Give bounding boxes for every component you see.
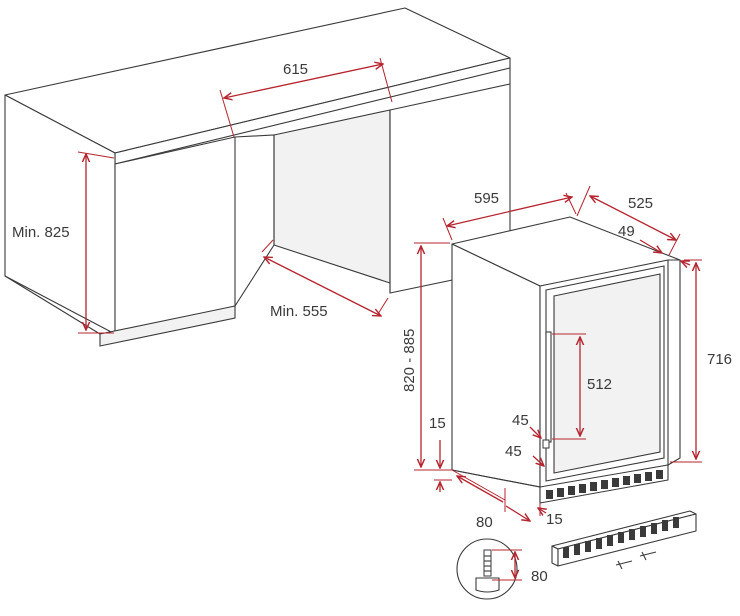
hinge-offset-upper-label: 45 — [512, 412, 529, 429]
appliance-width-dimension: 595 — [442, 190, 577, 241]
niche-width-label: 615 — [283, 61, 308, 78]
plinth-offset-label: 15 — [546, 511, 563, 528]
vent-slots — [546, 470, 663, 499]
niche-depth-dimension: Min. 555 — [261, 239, 389, 320]
niche-height-dimension: Min. 825 — [12, 151, 115, 334]
wine-cooler — [451, 216, 681, 503]
foot-height-dimension: 15 — [429, 415, 452, 492]
height-range-dimension: 820 - 885 — [401, 242, 450, 471]
appliance-depth-label: 525 — [628, 195, 653, 212]
door-thickness-label: 49 — [618, 223, 635, 240]
hinge-offset-lower-label: 45 — [505, 443, 522, 460]
vent-grille — [539, 464, 669, 504]
foot-adjust-label: 80 — [531, 568, 548, 585]
plinth-dimensions: 80 15 — [451, 469, 563, 531]
door-height-label: 716 — [707, 351, 732, 368]
door-height-dimension: 716 — [670, 259, 732, 463]
screws — [615, 551, 657, 570]
plinth-slots — [563, 517, 679, 558]
appliance-depth-dimension: 525 — [576, 185, 681, 256]
niche-height-label: Min. 825 — [12, 224, 70, 241]
hinge-offset-dimensions: 45 45 — [505, 412, 544, 466]
height-range-label: 820 - 885 — [401, 329, 418, 392]
appliance-width-label: 595 — [474, 190, 499, 207]
foot-height-label: 15 — [429, 415, 446, 432]
niche-width-dimension: 615 — [219, 57, 393, 138]
handle-length-dimension: 512 — [552, 333, 612, 440]
plinth-depth-label: 80 — [476, 514, 493, 531]
detached-plinth-grille — [551, 510, 697, 567]
handle-length-label: 512 — [587, 376, 612, 393]
niche-depth-label: Min. 555 — [270, 303, 328, 320]
door-thickness-dimension: 49 — [618, 223, 691, 265]
kitchen-cabinet — [4, 7, 511, 347]
adjustable-foot-detail: 80 — [456, 538, 548, 600]
